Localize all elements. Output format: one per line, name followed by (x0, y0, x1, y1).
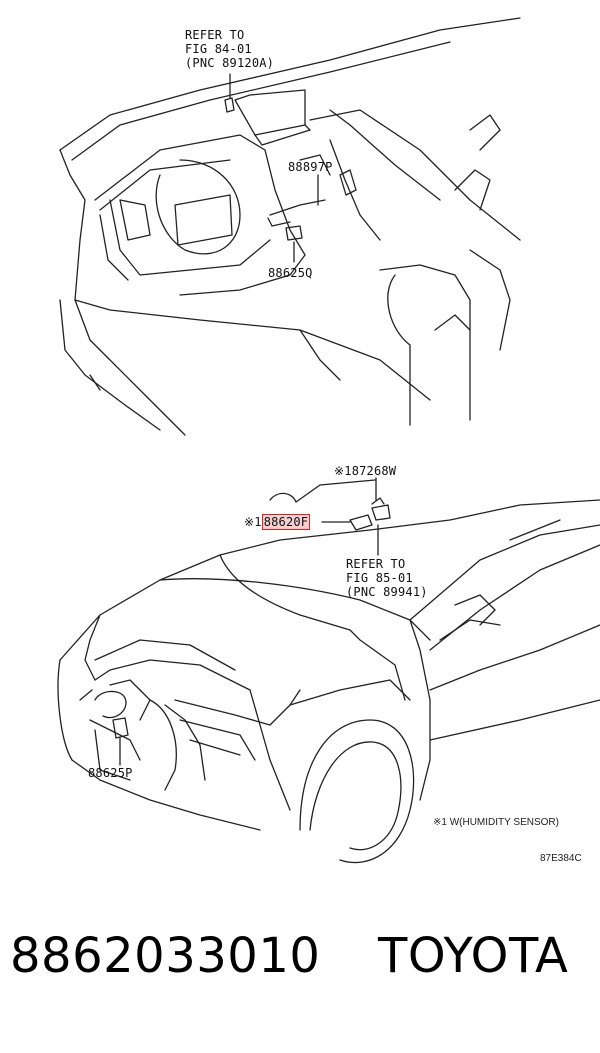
footer: 8862033010 TOYOTA (0, 908, 600, 1008)
ref-top-line3: (PNC 89120A) (185, 56, 275, 70)
note-mark: ※1 (334, 464, 352, 478)
part-label-88625Q[interactable]: 88625Q (268, 266, 313, 280)
ref-top-line2: FIG 84-01 (185, 42, 252, 56)
footer-brand: TOYOTA (378, 928, 569, 984)
ref-bottom-line2: FIG 85-01 (346, 571, 413, 585)
legend-note: ※1 W(HUMIDITY SENSOR) (433, 817, 559, 828)
vehicle-drawing (57, 479, 600, 864)
note-mark: ※1 (244, 515, 262, 529)
ref-bottom-line3: (PNC 89941) (346, 585, 428, 599)
figure-code: 87E384C (540, 853, 582, 864)
part-label-88625P[interactable]: 88625P (88, 766, 133, 780)
footer-part-number: 8862033010 (10, 928, 321, 984)
part-label-88897P[interactable]: 88897P (288, 160, 333, 174)
ref-top-line1: REFER TO (185, 28, 245, 42)
ref-bottom-line1: REFER TO (346, 557, 406, 571)
dashboard-drawing (59, 17, 521, 436)
highlighted-part-number: 88620F (261, 514, 311, 530)
parts-illustration (57, 17, 600, 864)
part-label-87268W[interactable]: ※187268W (334, 464, 396, 478)
part-number: 87268W (351, 464, 397, 478)
